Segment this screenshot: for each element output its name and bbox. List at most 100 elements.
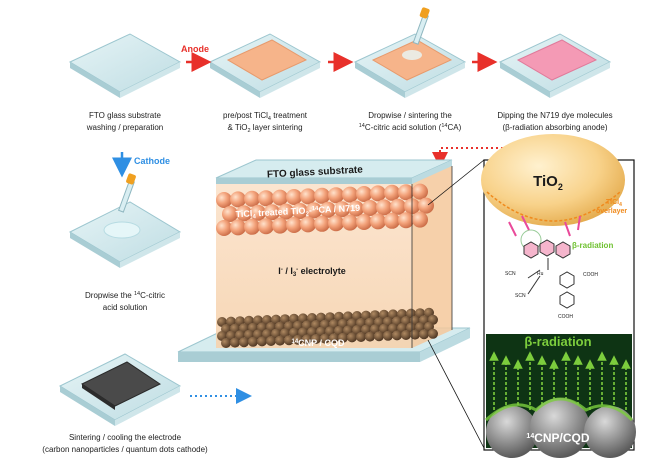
- zoom-beta-big: β-radiation: [524, 334, 591, 349]
- step2-tio2-layer: [208, 33, 322, 98]
- tio2-particle: [230, 219, 246, 236]
- tio2-particle: [362, 200, 378, 216]
- tio2-particle: [264, 204, 280, 221]
- tio2-particle: [384, 212, 400, 229]
- carbon-particle: [356, 332, 366, 342]
- step3-caption: Dropwise / sintering the: [368, 111, 452, 120]
- tio2-particle: [370, 185, 386, 202]
- carbon-particle: [383, 330, 393, 341]
- zoom-beta-small: β-radiation: [572, 241, 613, 250]
- tio2-particle: [398, 212, 414, 229]
- carbon-particle: [275, 335, 285, 346]
- carbon-particle: [293, 334, 303, 345]
- tio2-particle: [236, 205, 252, 222]
- carbon-ball-3: [584, 406, 636, 458]
- tio2-particle: [272, 189, 288, 206]
- carbon-particle: [374, 331, 384, 342]
- step5-dropwise-cathode: [68, 173, 182, 268]
- tio2-particle: [412, 183, 428, 200]
- tio2-particle: [328, 215, 344, 232]
- tio2-particle: [258, 218, 274, 235]
- zoom-tio2-label: TiO2: [533, 173, 563, 192]
- tio2-particle: [222, 206, 238, 222]
- tio2-particle: [412, 211, 428, 228]
- tio2-particle: [314, 187, 330, 204]
- carbon-particle: [284, 335, 294, 346]
- zoom-scn-2: SCN: [515, 293, 526, 299]
- carbon-particle: [347, 332, 357, 343]
- step3-caption-2: 14C-citric acid solution (14CA): [359, 123, 462, 132]
- tio2-particle: [230, 191, 246, 208]
- cell-top-glass-label: FTO glass substrate: [267, 164, 364, 180]
- cell-cathode-label: 14CNP / CQD: [291, 338, 345, 348]
- tio2-particle: [216, 192, 232, 208]
- tio2-particle: [418, 197, 434, 214]
- tio2-particle: [356, 186, 372, 202]
- carbon-particle: [329, 333, 339, 344]
- tio2-particle: [384, 184, 400, 201]
- step6-caption: Sintering / cooling the electrode: [69, 433, 182, 442]
- tio2-particle: [390, 198, 406, 215]
- zoom-ru: Ru: [537, 271, 544, 277]
- n719-dye-molecule: [508, 215, 581, 309]
- step1-fto-glass: [68, 33, 182, 98]
- cell-electrolyte-label: I- / I3- electrolyte: [278, 266, 345, 278]
- tio2-sphere: [481, 134, 625, 226]
- tio2-particle: [328, 187, 344, 204]
- step3-dropwise: [353, 7, 467, 98]
- tio2-particle: [320, 201, 336, 218]
- zoom-ticl4-label-2: overlayer: [596, 208, 627, 215]
- carbon-particle: [419, 329, 429, 340]
- step6-carbon-cathode: [58, 353, 182, 426]
- tio2-particle: [334, 201, 350, 218]
- carbon-particle: [230, 337, 240, 348]
- step2-caption-2: & TiO2 layer sintering: [227, 123, 302, 134]
- carbon-particle: [311, 334, 321, 344]
- carbon-glow: [484, 397, 634, 422]
- tio2-particle: [300, 188, 316, 205]
- step6-caption-2: (carbon nanoparticles / quantum dots cat…: [42, 445, 208, 454]
- tio2-particle: [306, 202, 322, 219]
- zoom-callout-bottom: [427, 339, 485, 449]
- zoom-panel: [481, 134, 636, 458]
- carbon-particle: [239, 337, 249, 348]
- carbon-particle: [248, 336, 258, 347]
- step1-caption: FTO glass substrate: [89, 111, 161, 120]
- carbon-particle: [338, 332, 348, 343]
- carbon-ball-2: [530, 398, 590, 458]
- carbon-particle: [266, 336, 276, 346]
- tio2-particle: [314, 215, 330, 232]
- carbon-particle: [410, 329, 420, 340]
- tio2-particle: [216, 220, 232, 236]
- tio2-particle: [342, 214, 358, 231]
- anode-label: Anode: [181, 44, 209, 54]
- carbon-particle-layer: [217, 307, 438, 348]
- step5-caption: Dropwise the 14C-citric: [85, 291, 165, 300]
- step1-caption-2: washing / preparation: [86, 123, 164, 132]
- tio2-particle: [258, 190, 274, 207]
- zoom-cooh-2: COOH: [558, 314, 573, 320]
- zoom-callout-top: [427, 159, 485, 206]
- zoom-scn-1: SCN: [505, 271, 516, 277]
- zoom-ticl4-label: TiCl4: [606, 199, 622, 208]
- tio2-particle: [398, 184, 414, 201]
- tio2-particle: [356, 214, 372, 230]
- step4-caption-2: (β-radiation absorbing anode): [502, 123, 607, 132]
- step4-dye-dipping: [498, 33, 612, 98]
- tio2-particle: [272, 217, 288, 234]
- carbon-particle: [428, 328, 438, 339]
- cathode-label: Cathode: [134, 156, 170, 166]
- tio2-particle: [292, 203, 308, 219]
- tio2-particle-layer: [216, 183, 434, 236]
- carbon-particle: [392, 330, 402, 341]
- carbon-particle: [221, 338, 231, 348]
- step2-caption: pre/post TiCl4 treatment: [223, 111, 308, 122]
- cell-anode-layer-label: TiCl4 treated TiO2-14CA / N719: [235, 203, 360, 222]
- step5-caption-2: acid solution: [103, 303, 147, 312]
- tio2-particle: [348, 200, 364, 217]
- carbon-particle: [302, 334, 312, 345]
- carbon-particle: [320, 333, 330, 344]
- carbon-particle: [401, 330, 411, 340]
- zoom-cnp-label: 14CNP/CQD: [526, 431, 589, 445]
